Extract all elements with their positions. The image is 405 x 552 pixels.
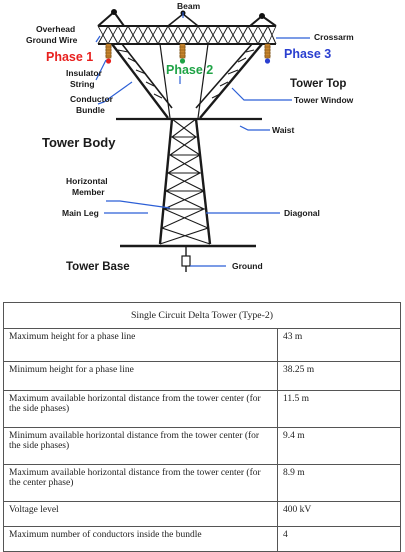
label-horizontal-member-1: Horizontal	[66, 176, 108, 186]
insulator-right-icon	[264, 43, 271, 64]
table-cell-value: 8.9 m	[277, 464, 401, 502]
label-phase1: Phase 1	[46, 50, 93, 64]
label-insulator-string-1: Insulator	[66, 68, 103, 78]
table-cell-value: 4	[277, 526, 401, 552]
table-title: Single Circuit Delta Tower (Type-2)	[3, 302, 401, 329]
ground-electrode	[181, 255, 191, 267]
label-crossarm: Crossarm	[314, 32, 354, 42]
label-tower-window: Tower Window	[294, 95, 354, 105]
label-horizontal-member-2: Member	[72, 187, 105, 197]
tower-body-structure	[158, 118, 212, 245]
tower-top-structure	[111, 43, 263, 119]
label-tower-top: Tower Top	[290, 78, 346, 90]
insulator-center-icon	[179, 43, 186, 64]
label-ground: Ground	[232, 261, 263, 271]
label-conductor-bundle-1: Conductor	[70, 94, 114, 104]
table-cell-value: 11.5 m	[277, 390, 401, 428]
table-cell-parameter: Maximum available horizontal distance fr…	[3, 390, 278, 428]
label-insulator-string-2: String	[70, 79, 95, 89]
table-cell-parameter: Minimum available horizontal distance fr…	[3, 427, 278, 465]
table-row: Minimum available horizontal distance fr…	[3, 427, 401, 465]
table-cell-parameter: Minimum height for a phase line	[3, 361, 278, 391]
label-waist: Waist	[272, 125, 295, 135]
table-cell-value: 9.4 m	[277, 427, 401, 465]
label-overhead-ground-wire-2: Ground Wire	[26, 35, 78, 45]
table-row: Maximum available horizontal distance fr…	[3, 390, 401, 428]
label-phase2: Phase 2	[166, 63, 213, 77]
table-cell-parameter: Maximum number of conductors inside the …	[3, 526, 278, 552]
ground-wire-tip-right	[259, 13, 265, 19]
table-cell-value: 43 m	[277, 328, 401, 362]
leader-lines	[95, 12, 310, 267]
ground-wire-tip-left	[111, 9, 117, 15]
crossarm-structure	[97, 10, 277, 46]
label-main-leg: Main Leg	[62, 208, 99, 218]
table-cell-parameter: Maximum height for a phase line	[3, 328, 278, 362]
spec-table: Single Circuit Delta Tower (Type-2) Maxi…	[3, 302, 401, 552]
table-cell-parameter: Maximum available horizontal distance fr…	[3, 464, 278, 502]
table-row: Maximum available horizontal distance fr…	[3, 464, 401, 502]
label-diagonal: Diagonal	[284, 208, 320, 218]
tower-diagram: Beam Overhead Ground Wire Crossarm Phase…	[26, 1, 354, 273]
table-row: Maximum number of conductors inside the …	[3, 526, 401, 552]
label-overhead-ground-wire-1: Overhead	[36, 24, 75, 34]
insulator-left-icon	[105, 43, 112, 64]
label-beam: Beam	[177, 1, 201, 11]
label-tower-body: Tower Body	[42, 135, 116, 150]
label-phase3: Phase 3	[284, 47, 331, 61]
label-tower-base: Tower Base	[66, 261, 130, 273]
table-cell-value: 38.25 m	[277, 361, 401, 391]
label-conductor-bundle-2: Bundle	[76, 105, 105, 115]
